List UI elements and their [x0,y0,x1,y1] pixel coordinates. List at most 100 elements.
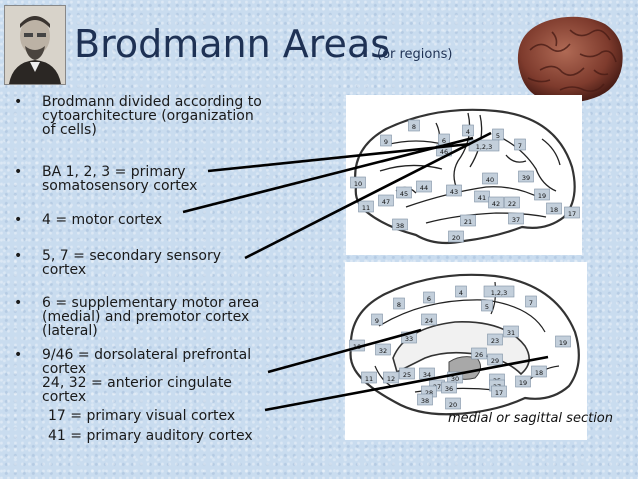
bullet-line: cortex [42,389,87,405]
lateral-area-badge [392,218,408,231]
auditory-cortex-line: 41 = primary auditory cortex [48,428,253,444]
lateral-area-label: 18 [550,206,558,214]
medial-area-badge [423,291,435,304]
lateral-area-badge [518,170,534,183]
medial-area-label: 9 [375,317,379,325]
medial-area-label: 36 [445,385,453,393]
medial-area-label: 7 [529,299,533,307]
medial-area-label: 31 [507,329,515,337]
lateral-area-label: 44 [420,184,428,192]
medial-area-badge [525,295,537,308]
lateral-area-badge [446,184,462,197]
lateral-area-label: 47 [382,198,390,206]
lateral-area-badge [488,196,504,209]
pointer-line-secondary-sensory [244,131,492,260]
lateral-area-label: 7 [518,142,522,150]
medial-area-label: 19 [519,379,527,387]
bullet-line: BA 1, 2, 3 = primary [42,164,186,180]
pointer-line-motor [182,136,474,214]
lateral-area-label: 21 [464,218,472,226]
lateral-area-label: 46 [440,148,448,156]
bullet-line: of cells) [42,122,97,138]
pointer-line-visual [264,355,549,412]
medial-area-badge [515,375,531,388]
pointer-line-cingulate [267,328,422,374]
bullet-line: cortex [42,361,87,377]
portrait-photo [4,5,66,85]
lateral-area-badge [482,172,498,185]
bullet-line: 4 = motor cortex [42,212,163,228]
bullet-line: cortex [42,262,87,278]
lateral-area-badge [448,230,464,243]
medial-area-badge [371,313,383,326]
lateral-area-label: 20 [452,234,460,242]
slide-subtitle: (or regions) [377,47,453,62]
medial-area-label: 5 [485,303,489,311]
bullet-prefrontal-cingulate: 9/46 = dorsolateral prefrontal cortex 24… [42,348,251,404]
bullet-dot: • [14,295,23,311]
brain-photo [510,10,628,110]
medial-area-label: 24 [425,317,433,325]
medial-area-label: 29 [491,357,499,365]
lateral-area-label: 11 [362,204,370,212]
medial-area-badge [503,325,519,338]
medial-area-badge [399,367,415,380]
medial-area-label: 4 [459,289,463,297]
lateral-area-label: 5 [496,132,500,140]
medial-area-label: 33 [405,335,413,343]
medial-area-label: 12 [387,375,395,383]
lateral-area-label: 38 [396,222,404,230]
lateral-area-label: 40 [486,176,494,184]
medial-area-badge [375,343,391,356]
medial-area-label: 11 [365,375,373,383]
medial-area-label: 28 [425,389,433,397]
medial-area-badge [455,285,467,298]
lateral-area-label: 42 [492,200,500,208]
medial-section-caption: medial or sagittal section [448,411,613,426]
medial-area-label: 34 [423,371,431,379]
lateral-area-label: 41 [478,194,486,202]
bullet-dot: • [14,248,23,264]
bullet-secondary-sensory: 5, 7 = secondary sensory cortex [42,249,221,277]
lateral-area-label: 1,2,3 [476,143,493,151]
bullet-dot: • [14,94,23,110]
medial-area-badge [481,299,493,312]
lateral-area-label: 10 [354,180,362,188]
bullet-line: cytoarchitecture (organization [42,108,254,124]
bullet-brodmann: Brodmann divided according to cytoarchit… [42,95,262,137]
lateral-area-badge [358,200,374,213]
lateral-area-label: 19 [538,192,546,200]
bullet-line: (lateral) [42,323,98,339]
medial-area-label: 25 [403,371,411,379]
medial-area-label: 32 [379,347,387,355]
medial-area-label: 18 [535,369,543,377]
lateral-area-badge [378,194,394,207]
bullet-dot: • [14,347,23,363]
medial-area-badge [421,313,437,326]
bullet-motor: 4 = motor cortex [42,213,162,227]
lateral-area-badge [504,196,520,209]
medial-area-label: 1,2,3 [491,289,508,297]
lateral-area-badge [350,176,366,189]
lateral-area-badge [534,188,550,201]
medial-area-badge [393,297,405,310]
medial-area-label: 26 [475,351,483,359]
medial-area-badge [531,365,547,378]
medial-area-badge [441,381,457,394]
lateral-area-badge [460,214,476,227]
pointer-line-somatosensory [207,142,471,173]
lateral-area-badge [408,119,420,132]
medial-area-label: 19 [559,339,567,347]
medial-area-label: 20 [449,401,457,409]
medial-area-badge [483,285,515,298]
bullet-dot: • [14,164,23,180]
lateral-area-label: 8 [412,123,416,131]
slide-title: Brodmann Areas [74,22,391,66]
bullet-line: Brodmann divided according to [42,94,262,110]
medial-area-label: 30 [451,375,459,383]
lateral-area-badge [474,190,490,203]
medial-area-badge [491,385,507,398]
lateral-area-label: 9 [384,138,388,146]
